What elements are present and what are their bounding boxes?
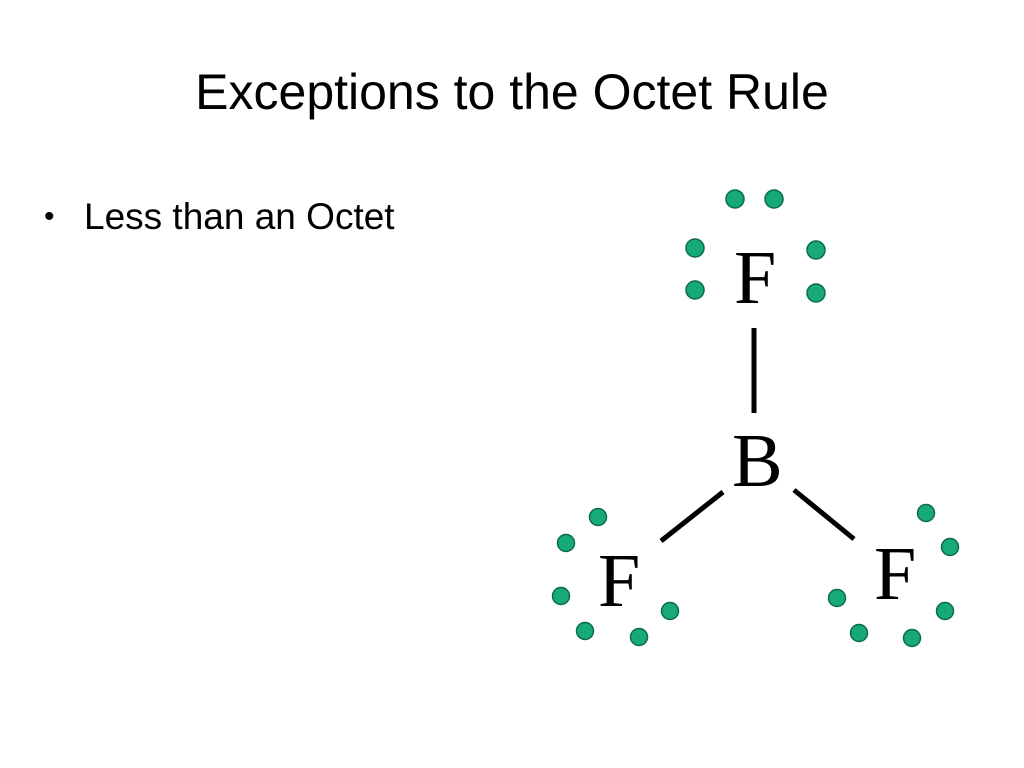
bullet-marker: • [44,200,55,233]
electron-dot [827,588,847,608]
electron-dot [916,503,936,523]
slide-title: Exceptions to the Octet Rule [195,64,829,120]
bf3-lewis-structure: F B F F [551,189,960,648]
electron-dot [849,623,869,643]
electron-dot [902,628,922,648]
bond-b-f-left [659,490,725,543]
electron-dot [575,621,595,641]
fluorine-atom-top: F [685,189,826,320]
electron-dot [806,283,826,303]
electron-dot [806,240,826,260]
fluorine-atom-left: F [551,507,680,647]
bullet-list: • Less than an Octet [44,190,395,244]
electron-dot [685,280,705,300]
fluorine-atom-right: F [827,503,960,648]
atom-label-b: B [732,419,783,503]
electron-dot [764,189,784,209]
electron-dot [660,601,680,621]
bond-b-f-right [792,488,856,541]
electron-dot [556,533,576,553]
atom-label-f-right: F [874,532,916,616]
electron-dot [935,601,955,621]
electron-dot [725,189,745,209]
electron-dot [940,537,960,557]
bullet-text: Less than an Octet [84,196,395,237]
atom-label-f-top: F [734,236,776,320]
bullet-item: • Less than an Octet [44,190,395,244]
electron-dot [685,238,705,258]
electron-dot [551,586,571,606]
atom-label-f-left: F [598,539,640,623]
electron-dot [629,627,649,647]
electron-dot [588,507,608,527]
